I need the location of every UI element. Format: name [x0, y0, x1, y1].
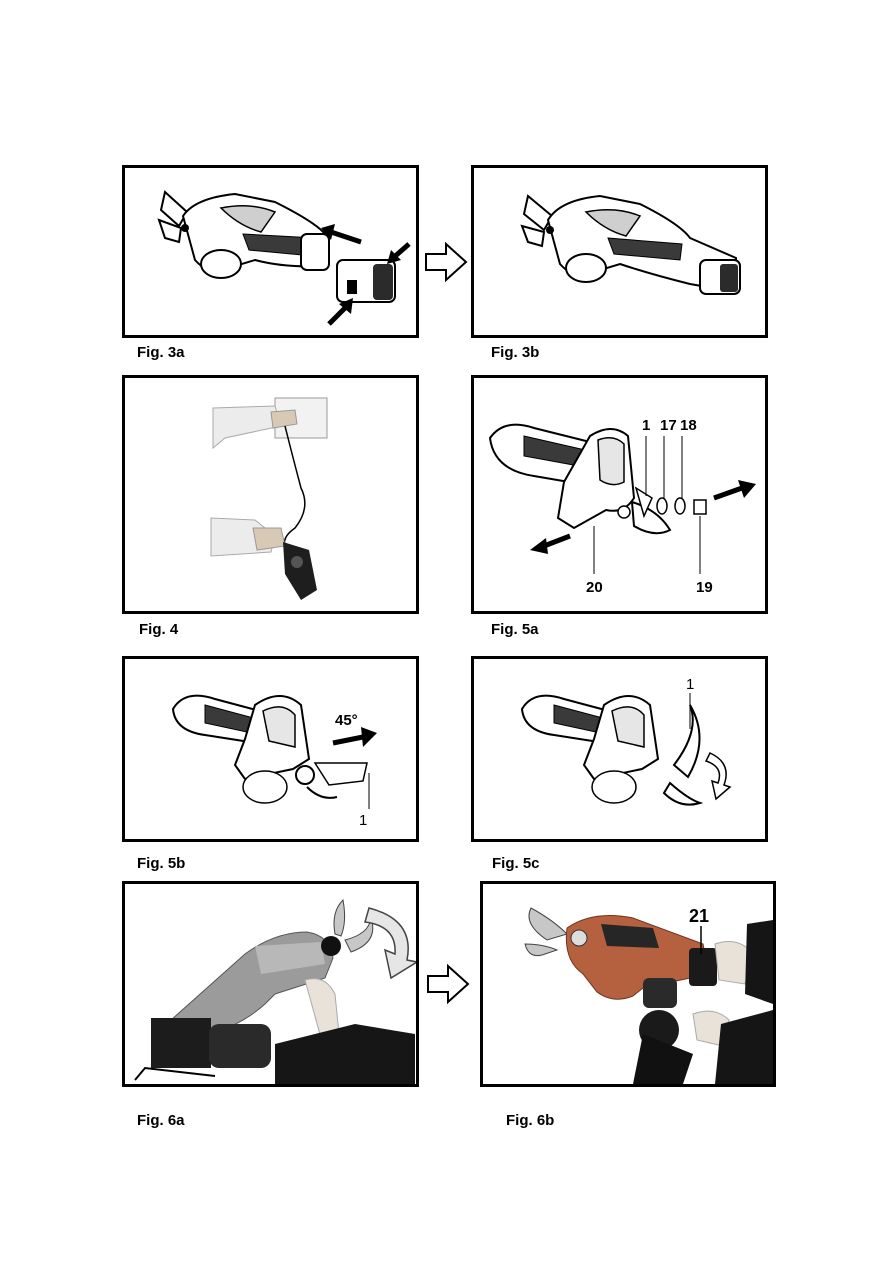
- pruner-assembled-illustration: [520, 194, 741, 295]
- figure-caption: Fig. 5c: [492, 855, 540, 872]
- battery-pack: [336, 259, 396, 303]
- figure-5b-panel: 1 45°: [122, 656, 419, 842]
- callout-part-1: 1: [686, 676, 694, 693]
- figure-caption: Fig. 5b: [137, 855, 186, 872]
- curved-rotate-arrow-icon: [364, 907, 416, 980]
- figure-3b-panel: [471, 165, 768, 338]
- tilt-direction-arrow-icon: [332, 727, 377, 747]
- angle-label: 45°: [335, 712, 358, 729]
- pull-left-arrow-icon: [530, 533, 571, 554]
- pruner-battery-insert-illustration: [157, 190, 411, 326]
- hollow-right-arrow-icon: [425, 241, 468, 283]
- blade-rotate-illustration: 1: [520, 676, 732, 806]
- callout-part-1: 1: [359, 812, 367, 829]
- figure-caption: Fig. 3b: [491, 344, 540, 361]
- hollow-right-arrow-icon: [427, 963, 470, 1005]
- insert-direction-arrow-icon: [321, 224, 362, 245]
- pull-right-arrow-icon: [713, 480, 756, 501]
- callout-part-19: 19: [696, 579, 713, 596]
- blade-removal-illustration: 1 17 18 20 19: [488, 417, 756, 596]
- switch-activation-photo: 21: [524, 906, 773, 1084]
- press-button-arrow-icon: [327, 298, 353, 326]
- callout-part-20: 20: [586, 579, 603, 596]
- figure-caption: Fig. 5a: [491, 621, 539, 638]
- callout-part-1: 1: [642, 417, 650, 434]
- figure-caption: Fig. 6a: [137, 1112, 185, 1129]
- callout-part-17: 17: [660, 417, 677, 434]
- figure-caption: Fig. 4: [139, 621, 179, 638]
- figure-5c-panel: 1: [471, 656, 768, 842]
- figure-6b-panel: 21: [480, 881, 776, 1087]
- callout-part-21: 21: [689, 906, 709, 926]
- blade-tilt-illustration: 1 45°: [171, 694, 377, 829]
- figure-5a-panel: 1 17 18 20 19: [471, 375, 768, 614]
- figure-3a-panel: [122, 165, 419, 338]
- figure-6a-panel: [122, 881, 419, 1087]
- figure-4-panel: [122, 375, 419, 614]
- callout-part-18: 18: [680, 417, 697, 434]
- curved-rotate-arrow-icon: [704, 752, 732, 801]
- charger-connection-photo: [210, 397, 328, 600]
- figure-caption: Fig. 6b: [506, 1112, 555, 1129]
- blade-install-photo: [134, 898, 416, 1084]
- press-button-arrow-icon: [387, 242, 411, 264]
- figure-caption: Fig. 3a: [137, 344, 185, 361]
